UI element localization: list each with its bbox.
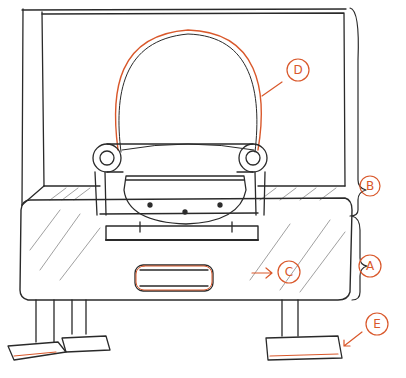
brace-b bbox=[350, 8, 366, 216]
chair-back-base bbox=[122, 144, 254, 150]
drawer bbox=[135, 265, 213, 291]
callout-letter: B bbox=[359, 175, 381, 197]
callout-letter: C bbox=[278, 261, 300, 283]
chair-back-pencil bbox=[119, 34, 257, 152]
platform bbox=[106, 226, 258, 240]
callout-letter: A bbox=[359, 255, 381, 277]
legs bbox=[8, 300, 342, 360]
callout-letter: E bbox=[366, 313, 388, 335]
brace-a bbox=[352, 216, 367, 300]
chair-arms bbox=[93, 144, 267, 215]
foot-highlight bbox=[14, 352, 56, 356]
chair-back-outline bbox=[115, 30, 261, 150]
foot-highlight bbox=[270, 354, 338, 356]
base-box bbox=[20, 198, 352, 300]
callout-marks bbox=[252, 59, 388, 346]
shading-hatch bbox=[30, 188, 345, 292]
callout-letter: D bbox=[287, 59, 309, 81]
chair-seat bbox=[124, 176, 246, 232]
drawer-highlight bbox=[136, 266, 212, 290]
